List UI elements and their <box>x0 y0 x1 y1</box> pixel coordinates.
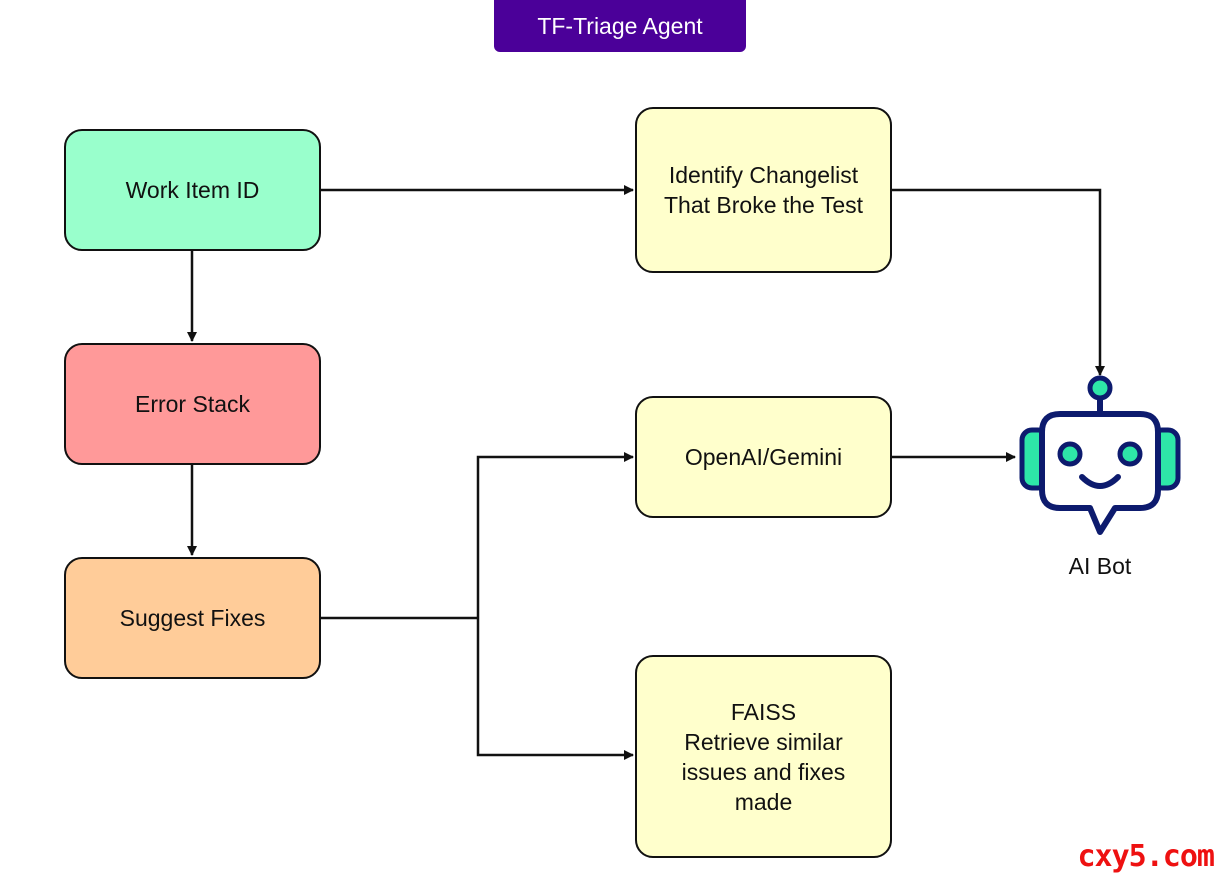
identify-line-1: Identify Changelist <box>668 162 859 188</box>
faiss-line-2: Retrieve similar <box>684 728 843 755</box>
arrow-branch-to-faiss <box>476 618 634 760</box>
suggest-fixes-node: Suggest Fixes <box>64 557 321 679</box>
error-stack-label: Error Stack <box>134 391 251 417</box>
identify-changelist-node: Identify Changelist That Broke the Test <box>635 107 892 273</box>
openai-gemini-node: OpenAI/Gemini <box>635 396 892 518</box>
work-item-node: Work Item ID <box>64 129 321 251</box>
arrow-branch-to-openai <box>476 452 634 618</box>
diagram-title: TF-Triage Agent <box>494 0 746 52</box>
work-item-label: Work Item ID <box>125 177 260 203</box>
robot-icon <box>1019 375 1181 535</box>
faiss-line-1: FAISS <box>730 698 797 725</box>
arrow-identify-to-bot <box>892 188 1105 376</box>
ai-bot-label: AI Bot <box>1068 553 1132 579</box>
openai-label: OpenAI/Gemini <box>684 444 843 470</box>
identify-line-2: That Broke the Test <box>663 192 863 218</box>
error-stack-node: Error Stack <box>64 343 321 465</box>
watermark: cxy5.com <box>1077 839 1215 874</box>
suggest-fixes-label: Suggest Fixes <box>119 605 266 631</box>
faiss-line-4: made <box>734 788 793 815</box>
faiss-line-3: issues and fixes <box>681 758 846 785</box>
faiss-node: FAISS Retrieve similar issues and fixes … <box>635 655 892 858</box>
